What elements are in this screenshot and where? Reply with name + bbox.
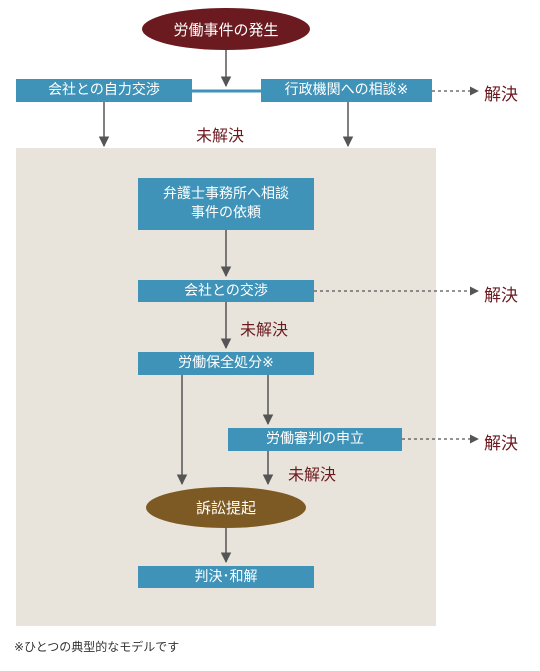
self-negotiation-box: 会社との自力交渉 — [16, 79, 192, 102]
resolved-label-1: 解決 — [484, 85, 518, 105]
labor-preservation-box: 労働保全処分※ — [138, 352, 314, 375]
admin-consult-box: 行政機関への相談※ — [261, 79, 432, 102]
unresolved-label-1: 未解決 — [196, 126, 245, 145]
unresolved-label-3: 未解決 — [288, 465, 337, 484]
labor-tribunal-box: 労働審判の申立 — [228, 428, 402, 451]
admin-consult-label: 行政機関への相談※ — [284, 82, 409, 99]
resolved-label-3: 解決 — [484, 434, 518, 454]
self-negotiation-label: 会社との自力交渉 — [48, 82, 160, 99]
company-negotiation-label: 会社との交渉 — [184, 282, 268, 299]
judgment-label: 判決･和解 — [194, 568, 258, 585]
lawsuit-node: 訴訟提起 — [146, 487, 306, 528]
labor-tribunal-label: 労働審判の申立 — [266, 431, 364, 448]
lawyer-consult-box: 弁護士事務所へ相談 事件の依頼 — [138, 178, 314, 230]
lawyer-consult-line1: 弁護士事務所へ相談 — [163, 186, 289, 203]
company-negotiation-box: 会社との交渉 — [138, 280, 314, 302]
judgment-box: 判決･和解 — [138, 566, 314, 588]
start-node-label: 労働事件の発生 — [173, 20, 279, 39]
unresolved-label-2: 未解決 — [240, 320, 289, 339]
lawyer-consult-line2: 事件の依頼 — [191, 205, 261, 221]
footnote: ※ひとつの典型的なモデルです — [14, 640, 180, 654]
resolved-label-2: 解決 — [484, 286, 518, 306]
lawsuit-node-label: 訴訟提起 — [195, 499, 256, 517]
labor-preservation-label: 労働保全処分※ — [178, 355, 274, 372]
start-node: 労働事件の発生 — [142, 8, 310, 50]
